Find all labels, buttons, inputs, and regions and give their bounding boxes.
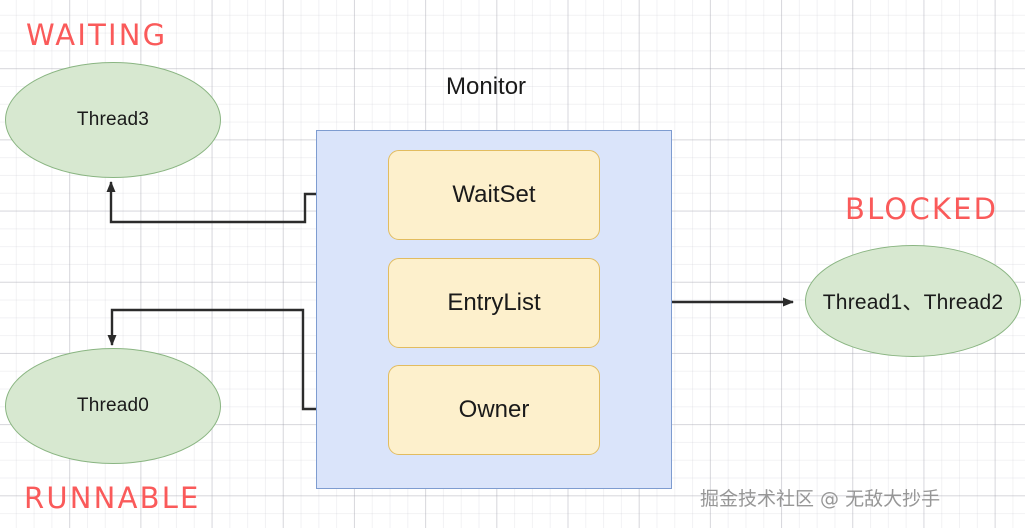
monitor-slot-label-entrylist: EntryList (447, 289, 541, 316)
state-label-waiting: WAITING (26, 18, 168, 52)
thread-ellipse-thread3[interactable]: Thread3 (5, 62, 221, 178)
thread-ellipse-thread1-thread2[interactable]: Thread1、Thread2 (805, 245, 1021, 357)
monitor-slot-waitset[interactable]: WaitSet (388, 150, 600, 240)
state-label-blocked: BLOCKED (845, 192, 999, 226)
thread-ellipse-thread0[interactable]: Thread0 (5, 348, 221, 464)
watermark-text: 掘金技术社区 @ 无敌大抄手 (700, 488, 941, 510)
monitor-slot-owner[interactable]: Owner (388, 365, 600, 455)
monitor-title: Monitor (446, 73, 527, 100)
monitor-slot-label-waitset: WaitSet (452, 181, 536, 208)
thread-label-thread3: Thread3 (76, 109, 150, 130)
state-label-runnable: RUNNABLE (24, 481, 201, 515)
thread-label-thread1-thread2: Thread1、Thread2 (822, 291, 1004, 314)
monitor-slot-label-owner: Owner (458, 396, 530, 423)
thread-label-thread0: Thread0 (76, 395, 150, 416)
monitor-slot-entrylist[interactable]: EntryList (388, 258, 600, 348)
